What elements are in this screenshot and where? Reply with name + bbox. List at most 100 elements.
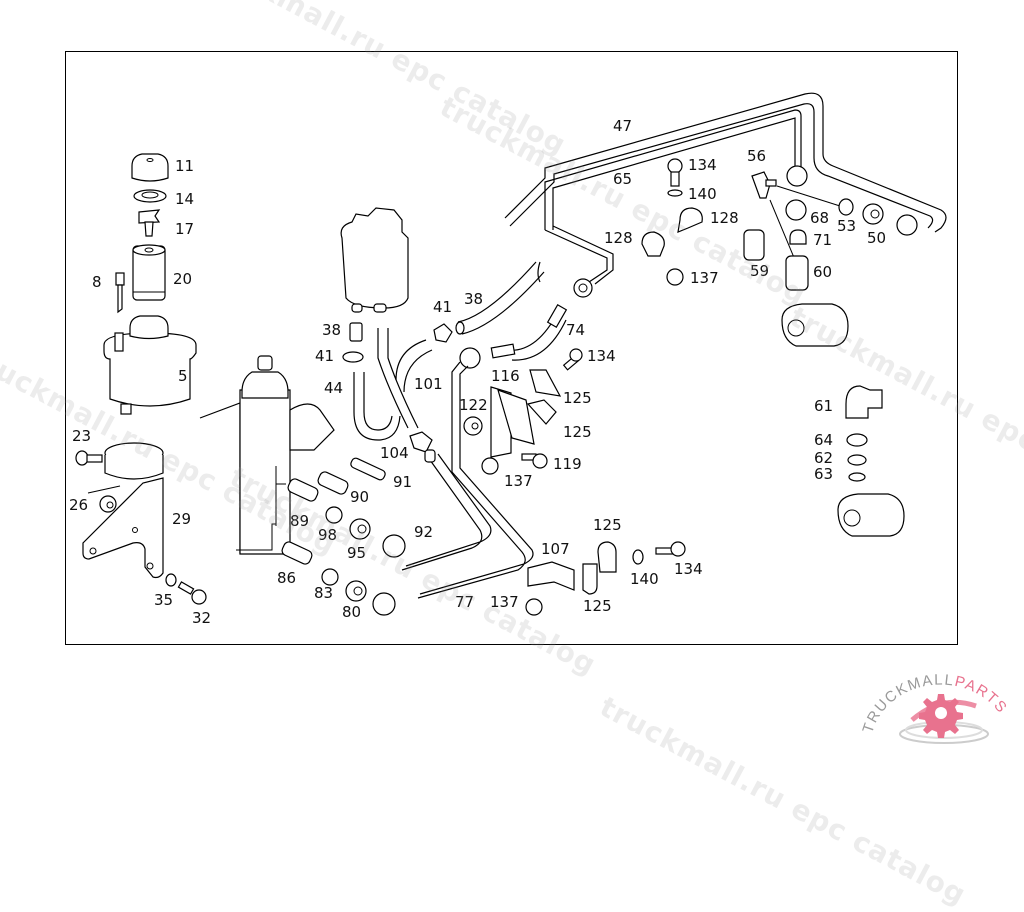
nut-80-part[interactable] <box>345 580 367 602</box>
callout-23[interactable]: 23 <box>72 427 92 445</box>
bracket-116-part[interactable] <box>490 386 535 458</box>
hose-101-part[interactable] <box>395 339 433 393</box>
seal-63-part[interactable] <box>848 472 866 482</box>
callout-140[interactable]: 140 <box>688 185 717 203</box>
callout-107[interactable]: 107 <box>541 540 570 558</box>
clamp-41-part[interactable] <box>342 351 364 363</box>
callout-14[interactable]: 14 <box>175 190 195 208</box>
reservoir-cap-part[interactable] <box>131 153 169 182</box>
clamp-128-part[interactable] <box>677 207 703 233</box>
callout-83[interactable]: 83 <box>314 584 334 602</box>
callout-71[interactable]: 71 <box>813 231 833 249</box>
pipe-65-part[interactable] <box>537 225 614 285</box>
callout-137[interactable]: 137 <box>504 472 533 490</box>
callout-119[interactable]: 119 <box>553 455 582 473</box>
callout-128[interactable]: 128 <box>710 209 739 227</box>
union-104-part[interactable] <box>409 431 433 453</box>
callout-68[interactable]: 68 <box>810 209 830 227</box>
callout-64[interactable]: 64 <box>814 431 834 449</box>
callout-29[interactable]: 29 <box>172 510 192 528</box>
pipe-92-part[interactable] <box>401 347 534 599</box>
fitting-59-part[interactable] <box>743 229 765 261</box>
spring-part[interactable] <box>138 209 161 237</box>
bracket-107-part[interactable] <box>527 561 575 591</box>
callout-134[interactable]: 134 <box>688 156 717 174</box>
callout-134[interactable]: 134 <box>587 347 616 365</box>
callout-104[interactable]: 104 <box>380 444 409 462</box>
pipe-47-part[interactable] <box>504 92 947 233</box>
fitting-60-part[interactable] <box>785 255 809 291</box>
callout-125[interactable]: 125 <box>563 389 592 407</box>
callout-35[interactable]: 35 <box>154 591 174 609</box>
callout-101[interactable]: 101 <box>414 375 443 393</box>
callout-26[interactable]: 26 <box>69 496 89 514</box>
callout-74[interactable]: 74 <box>566 321 586 339</box>
callout-125[interactable]: 125 <box>583 597 612 615</box>
callout-91[interactable]: 91 <box>393 473 413 491</box>
callout-8[interactable]: 8 <box>92 273 102 291</box>
callout-38[interactable]: 38 <box>464 290 484 308</box>
callout-86[interactable]: 86 <box>277 569 297 587</box>
callout-60[interactable]: 60 <box>813 263 833 281</box>
screw-134b-part[interactable] <box>667 158 683 187</box>
reservoir-part[interactable] <box>103 315 197 415</box>
washer-140b-part[interactable] <box>632 549 644 565</box>
callout-17[interactable]: 17 <box>175 220 195 238</box>
clamp-128b-part[interactable] <box>641 231 665 257</box>
nut-77-part[interactable] <box>372 592 396 616</box>
callout-77[interactable]: 77 <box>455 593 475 611</box>
washer-62-part[interactable] <box>847 454 867 466</box>
nut-95-part[interactable] <box>349 518 371 540</box>
callout-122[interactable]: 122 <box>459 396 488 414</box>
nut-137c-part[interactable] <box>525 598 543 616</box>
nut-137b-part[interactable] <box>666 268 684 286</box>
bolt-23-part[interactable] <box>75 450 103 466</box>
callout-125[interactable]: 125 <box>593 516 622 534</box>
hydraulic-pump-part[interactable] <box>340 207 409 313</box>
callout-59[interactable]: 59 <box>750 262 770 280</box>
callout-32[interactable]: 32 <box>192 609 212 627</box>
nut-92-part[interactable] <box>382 534 406 558</box>
clip-125-part[interactable] <box>526 369 562 425</box>
callout-98[interactable]: 98 <box>318 526 338 544</box>
hose-38b-part[interactable] <box>455 261 545 335</box>
clip-125b-part[interactable] <box>582 541 617 595</box>
dipstick-part[interactable] <box>115 272 125 314</box>
nut-50-part[interactable] <box>862 203 884 225</box>
callout-116[interactable]: 116 <box>491 367 520 385</box>
hose-38-part[interactable] <box>349 322 363 342</box>
fitting-89-part[interactable] <box>286 477 319 502</box>
fitting-90-part[interactable] <box>316 470 349 495</box>
filter-element-part[interactable] <box>132 244 166 301</box>
callout-65[interactable]: 65 <box>613 170 633 188</box>
callout-128[interactable]: 128 <box>604 229 633 247</box>
clamp-41b-part[interactable] <box>433 323 453 343</box>
callout-50[interactable]: 50 <box>867 229 887 247</box>
mounting-bracket-part[interactable] <box>82 442 164 579</box>
callout-140[interactable]: 140 <box>630 570 659 588</box>
callout-5[interactable]: 5 <box>178 367 188 385</box>
nut-68-part[interactable] <box>785 199 807 221</box>
callout-11[interactable]: 11 <box>175 157 195 175</box>
steering-gear-housing-part[interactable] <box>199 355 335 555</box>
fitting-86-part[interactable] <box>280 540 313 565</box>
callout-92[interactable]: 92 <box>414 523 434 541</box>
callout-44[interactable]: 44 <box>324 379 344 397</box>
plug-98-part[interactable] <box>325 506 343 524</box>
callout-80[interactable]: 80 <box>342 603 362 621</box>
callout-56[interactable]: 56 <box>747 147 767 165</box>
elbow-61-part[interactable] <box>845 385 883 419</box>
bolt-32-part[interactable] <box>177 581 207 605</box>
pump-right-part[interactable] <box>781 303 849 347</box>
callout-41[interactable]: 41 <box>315 347 335 365</box>
washer-35-part[interactable] <box>165 573 177 587</box>
callout-61[interactable]: 61 <box>814 397 834 415</box>
screw-134c-part[interactable] <box>655 541 686 557</box>
callout-137[interactable]: 137 <box>490 593 519 611</box>
callout-137[interactable]: 137 <box>690 269 719 287</box>
nut-137-part[interactable] <box>481 457 499 475</box>
nut-122-part[interactable] <box>463 416 483 436</box>
plug-71-part[interactable] <box>789 229 807 245</box>
nut-64-part[interactable] <box>846 433 868 447</box>
hose-44-part[interactable] <box>353 328 419 441</box>
